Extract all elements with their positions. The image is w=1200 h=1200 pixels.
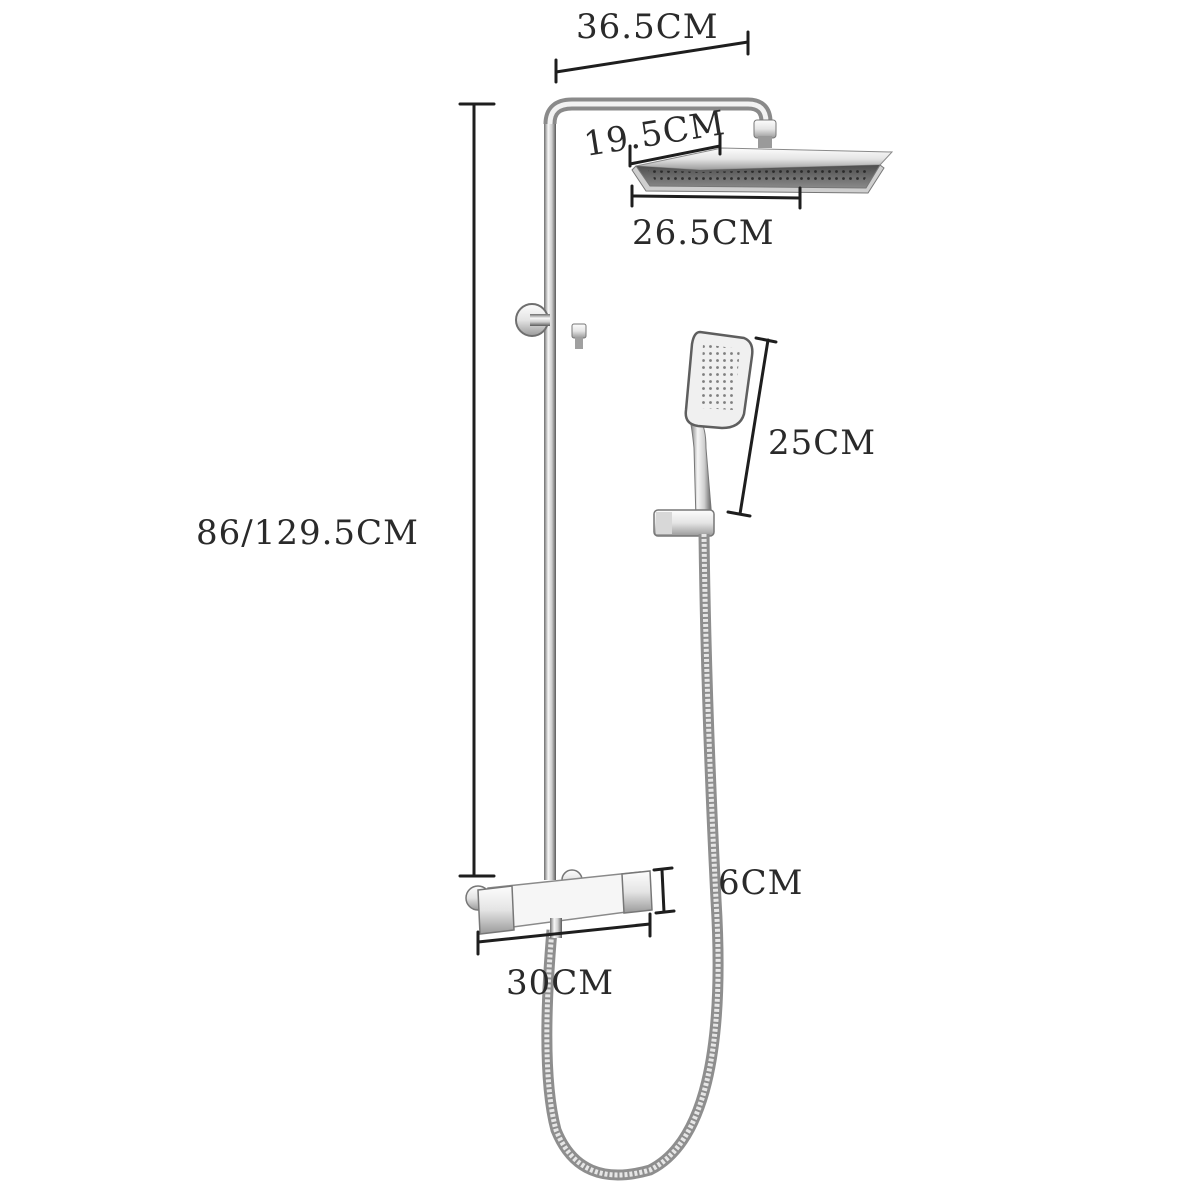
label-top-arm-width: 36.5CM [576, 7, 719, 47]
dim-line-head-depth [628, 132, 722, 168]
label-mixer-height: 6CM [718, 863, 803, 903]
dim-line-mixer-width [476, 912, 652, 956]
dim-line-hand-shower [726, 336, 778, 518]
label-column-height: 86/129.5CM [196, 513, 419, 553]
head-connector [753, 119, 777, 148]
shower-hose [541, 533, 724, 1181]
dim-line-head-width [630, 184, 802, 210]
wall-bracket [515, 303, 587, 349]
dim-line-column-height [458, 102, 496, 878]
label-hand-shower-length: 25CM [768, 423, 876, 463]
hand-shower [653, 330, 754, 537]
dim-line-top-arm [554, 30, 750, 84]
label-mixer-width: 30CM [506, 963, 614, 1003]
dimension-lines [458, 30, 802, 956]
label-head-width: 26.5CM [632, 213, 775, 253]
dim-line-mixer-height [652, 866, 676, 915]
riser-pipe [543, 97, 773, 880]
rain-shower-head [631, 147, 894, 194]
